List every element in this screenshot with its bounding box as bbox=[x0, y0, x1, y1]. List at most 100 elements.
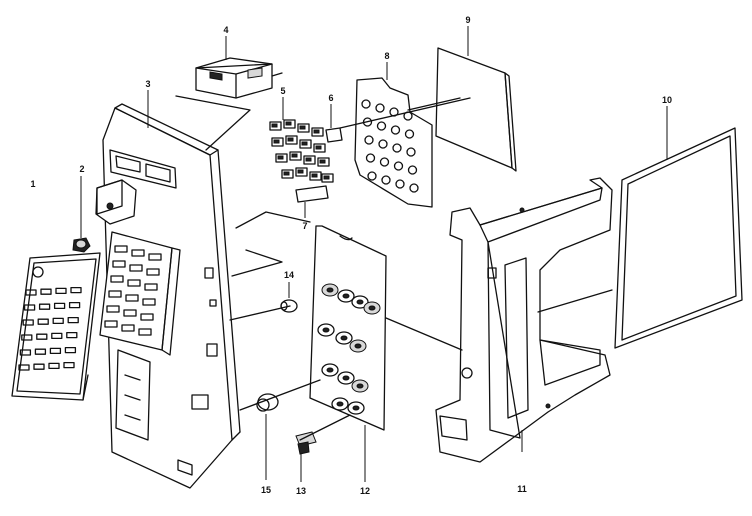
membrane-contact bbox=[361, 99, 371, 109]
switch-cap bbox=[273, 139, 280, 144]
pcb-component-core bbox=[326, 367, 334, 373]
frame-key bbox=[142, 298, 156, 306]
callout-8: 8 bbox=[384, 51, 389, 61]
pcb-component-core bbox=[354, 343, 362, 349]
pcb-component-core bbox=[340, 335, 348, 341]
overlay-key bbox=[34, 348, 47, 355]
overlay-key bbox=[68, 301, 81, 309]
switch-cap bbox=[297, 169, 304, 174]
membrane-contact bbox=[409, 183, 419, 193]
callout-13: 13 bbox=[296, 486, 306, 496]
part-8-membrane-sheet bbox=[354, 62, 433, 208]
callout-labels: 1 2 3 4 5 6 7 8 9 10 11 12 13 14 15 bbox=[30, 15, 672, 496]
membrane-contact bbox=[375, 103, 385, 113]
frame-key bbox=[110, 275, 124, 283]
frame-key bbox=[106, 305, 120, 313]
switch-cap bbox=[311, 173, 318, 178]
overlay-key bbox=[66, 331, 78, 339]
overlay-key bbox=[38, 303, 51, 310]
switch-cap bbox=[283, 171, 290, 176]
part-3-front-frame bbox=[95, 90, 241, 489]
overlay-key bbox=[67, 316, 79, 324]
frame-key bbox=[125, 294, 139, 302]
pcb-component-core bbox=[368, 305, 376, 311]
part-10-panel bbox=[614, 106, 743, 349]
overlay-key bbox=[37, 318, 49, 325]
frame-key bbox=[146, 268, 160, 276]
pcb-component-core bbox=[336, 401, 344, 407]
overlay-key bbox=[70, 286, 82, 294]
pcb-component-core bbox=[352, 405, 360, 411]
overlay-key bbox=[21, 334, 33, 341]
switch-cap bbox=[299, 125, 306, 130]
switch-cap bbox=[271, 123, 278, 128]
part-15-lamp bbox=[256, 393, 279, 480]
membrane-contact bbox=[381, 175, 391, 185]
callout-3: 3 bbox=[145, 79, 150, 89]
frame-key bbox=[127, 279, 141, 287]
callout-7: 7 bbox=[302, 221, 307, 231]
part-11-chassis bbox=[435, 177, 613, 463]
part-6-switch bbox=[325, 104, 343, 143]
callout-11: 11 bbox=[517, 484, 527, 494]
assembly-lines bbox=[175, 95, 613, 441]
membrane-contact bbox=[367, 171, 377, 181]
callout-10: 10 bbox=[662, 95, 672, 105]
part-13-screw bbox=[295, 431, 317, 482]
overlay-key bbox=[51, 332, 63, 340]
membrane-contact bbox=[406, 147, 416, 157]
callout-14: 14 bbox=[284, 270, 294, 280]
pcb-component-core bbox=[356, 299, 364, 305]
pcb-component-core bbox=[356, 383, 364, 389]
callout-6: 6 bbox=[328, 93, 333, 103]
membrane-contact bbox=[392, 143, 402, 153]
overlay-key bbox=[36, 333, 48, 340]
membrane-contact bbox=[393, 161, 404, 171]
callout-1: 1 bbox=[30, 179, 35, 189]
callout-15: 15 bbox=[261, 485, 271, 495]
membrane-contact bbox=[404, 129, 415, 139]
membrane-contact bbox=[390, 125, 401, 135]
part-9-insulation-sheet bbox=[435, 26, 517, 172]
frame-key bbox=[121, 324, 135, 332]
switch-cap bbox=[315, 145, 322, 150]
membrane-contact bbox=[379, 157, 390, 167]
part-2-knob bbox=[72, 176, 91, 253]
frame-key bbox=[104, 320, 118, 328]
callout-4: 4 bbox=[223, 25, 228, 35]
switch-cap bbox=[287, 137, 294, 142]
membrane-contact bbox=[395, 179, 405, 189]
part-1-keypad-overlay bbox=[11, 252, 101, 401]
part-12-control-board bbox=[309, 225, 387, 482]
frame-key bbox=[140, 313, 154, 321]
frame-key bbox=[108, 290, 122, 298]
part-7-connector bbox=[295, 185, 329, 218]
switch-cap bbox=[277, 155, 284, 160]
frame-key bbox=[129, 264, 143, 272]
callout-12: 12 bbox=[360, 486, 370, 496]
membrane-contact bbox=[365, 153, 376, 163]
overlay-key bbox=[33, 363, 45, 370]
switch-cap bbox=[305, 157, 312, 162]
overlay-key bbox=[40, 288, 52, 295]
overlay-key bbox=[49, 347, 62, 355]
membrane-contact bbox=[376, 121, 387, 131]
part-5-switch-cluster bbox=[269, 97, 334, 183]
frame-key bbox=[114, 245, 128, 253]
switch-cap bbox=[313, 129, 320, 134]
callout-2: 2 bbox=[79, 164, 84, 174]
overlay-key bbox=[64, 346, 77, 354]
overlay-key bbox=[48, 362, 60, 370]
frame-key bbox=[112, 260, 126, 268]
pcb-component-core bbox=[342, 375, 350, 381]
membrane-contact bbox=[378, 139, 388, 149]
switch-cap bbox=[291, 153, 298, 158]
pcb-component-core bbox=[322, 327, 330, 333]
frame-key bbox=[131, 249, 145, 257]
switch-cap bbox=[301, 141, 308, 146]
callout-9: 9 bbox=[465, 15, 470, 25]
pcb-component-core bbox=[342, 293, 350, 299]
membrane-contact bbox=[407, 165, 418, 175]
